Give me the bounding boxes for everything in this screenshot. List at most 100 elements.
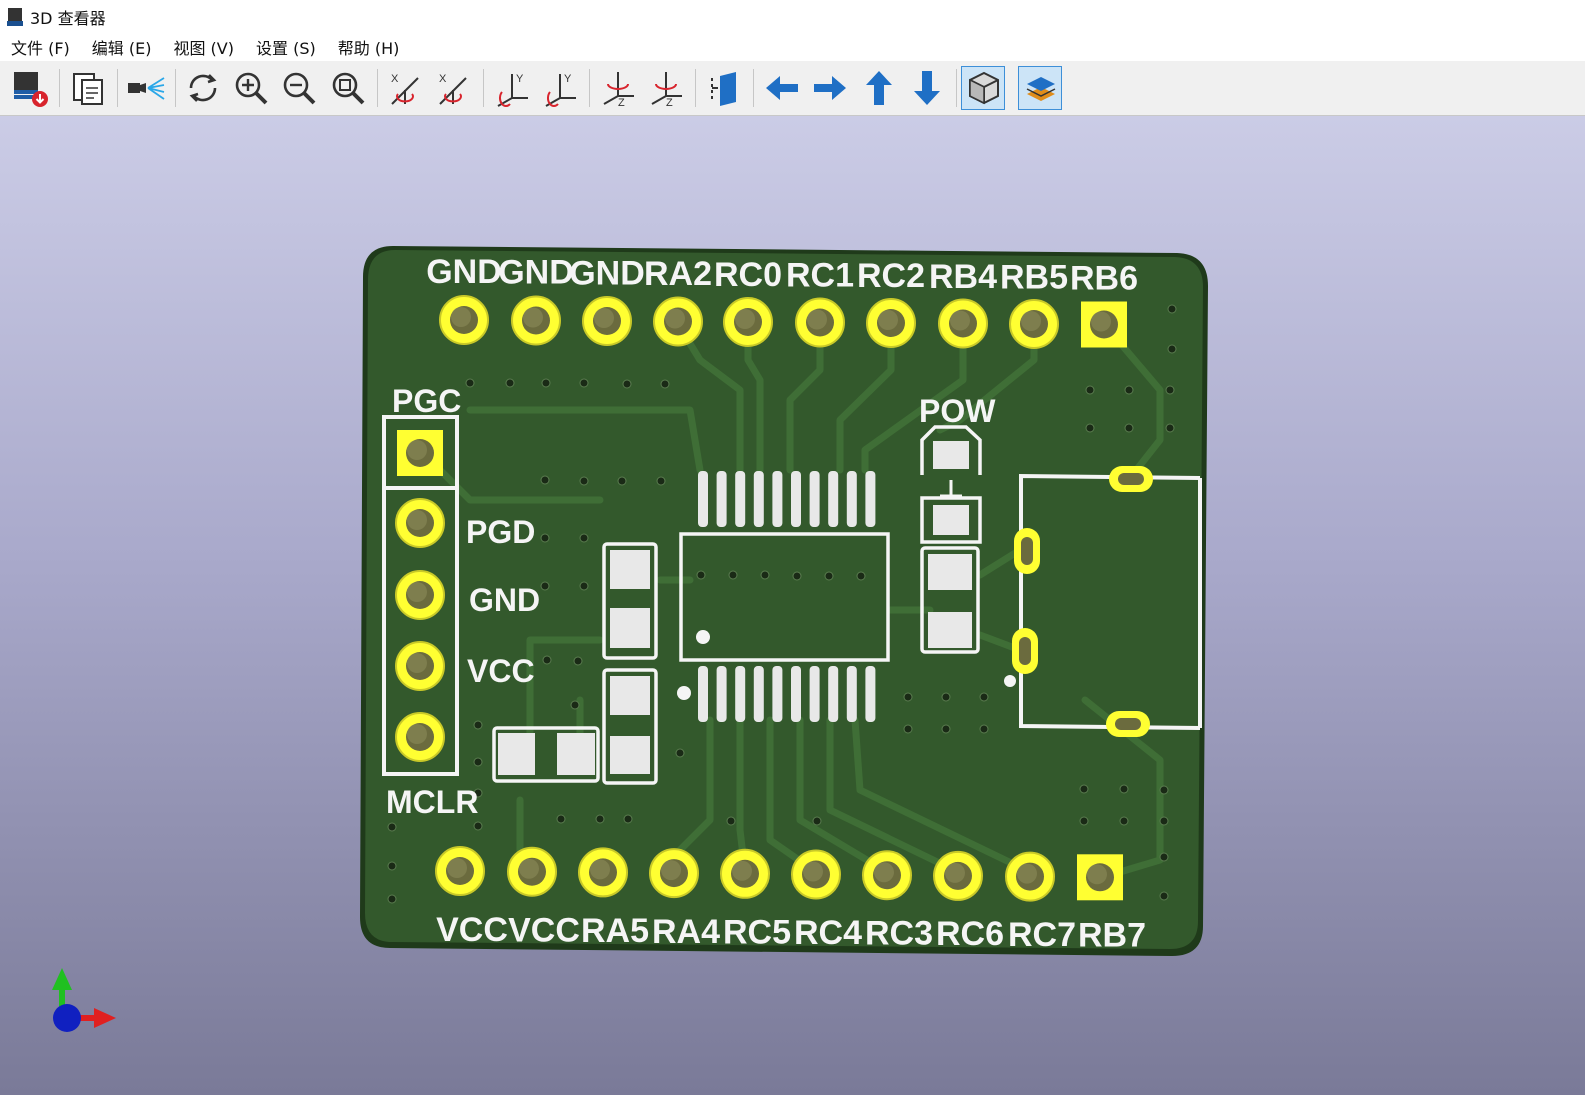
menu-view[interactable]: 视图 (V) — [173, 39, 234, 58]
orthographic-toggle-button[interactable] — [961, 66, 1005, 110]
via — [728, 570, 738, 580]
menu-bar: 文件 (F) 编辑 (E) 视图 (V) 设置 (S) 帮助 (H) — [0, 33, 1585, 61]
reload-board-button[interactable] — [181, 66, 225, 110]
move-left-button[interactable] — [760, 66, 804, 110]
rotate-x-ccw-icon: X — [439, 73, 467, 105]
copy-image-button[interactable] — [66, 66, 110, 110]
top-pad-10 — [1081, 301, 1127, 348]
zoom-out-icon — [283, 72, 316, 105]
left-pad-4 — [395, 641, 445, 691]
menu-file[interactable]: 文件 (F) — [11, 39, 70, 58]
svg-text:X: X — [391, 73, 399, 85]
ic-pin — [865, 471, 876, 527]
label-gnd-left: GND — [469, 582, 540, 618]
svg-text:Y: Y — [564, 73, 572, 85]
title-bar: 3D 查看器 — [0, 0, 1585, 33]
move-right-button[interactable] — [808, 66, 852, 110]
via — [856, 571, 866, 581]
led-pow-pad-1 — [933, 441, 969, 469]
svg-text:Z: Z — [666, 97, 673, 109]
via — [505, 378, 515, 388]
via — [675, 748, 685, 758]
via — [1119, 816, 1129, 826]
rotate-z-counterclockwise-button[interactable]: Z — [644, 66, 688, 110]
ic-pin — [791, 471, 801, 527]
rotate-x-counterclockwise-button[interactable]: X — [432, 66, 476, 110]
ortho-cube-icon — [969, 71, 999, 105]
rotate-y-counterclockwise-button[interactable]: Y — [538, 66, 582, 110]
bottom-pin-label: RC5 — [723, 913, 791, 951]
via — [1159, 785, 1169, 795]
layers-manager-button[interactable] — [1018, 66, 1062, 110]
via — [1167, 304, 1177, 314]
via — [696, 570, 706, 580]
menu-settings[interactable]: 设置 (S) — [256, 39, 316, 58]
ic-pin — [735, 666, 746, 722]
via — [579, 378, 589, 388]
top-pin-label: RA2 — [644, 255, 712, 293]
top-pad-6 — [795, 297, 845, 348]
ic-pin — [716, 471, 727, 527]
usb-mount-slot-left-top — [1014, 528, 1040, 574]
rotate-y-cw-icon: Y — [497, 73, 528, 107]
flip-board-button[interactable] — [702, 66, 746, 110]
ic-pin1-marker — [677, 686, 691, 700]
via — [473, 757, 483, 767]
via — [903, 724, 913, 734]
app-icon — [7, 7, 23, 26]
via — [726, 816, 736, 826]
via — [941, 724, 951, 734]
via — [387, 861, 397, 871]
top-pad-3 — [582, 296, 632, 346]
via — [473, 821, 483, 831]
top-pin-label: RC0 — [714, 256, 782, 294]
via — [1159, 816, 1169, 826]
top-pad-9 — [1009, 299, 1059, 349]
via — [1165, 385, 1175, 395]
via — [1119, 784, 1129, 794]
via — [387, 894, 397, 904]
bottom-pin-label: RB7 — [1078, 916, 1146, 954]
via — [556, 814, 566, 824]
arrow-right-icon — [814, 76, 846, 100]
zoom-in-button[interactable] — [229, 66, 273, 110]
bottom-pin-label: RC3 — [865, 915, 933, 953]
led-pow-pad-2 — [933, 505, 969, 535]
via — [622, 379, 632, 389]
rotate-y-clockwise-button[interactable]: Y — [490, 66, 534, 110]
bottom-pin-label: VCC — [508, 912, 580, 950]
rotate-z-clockwise-button[interactable]: Z — [596, 66, 640, 110]
move-up-button[interactable] — [857, 66, 901, 110]
arrow-up-icon — [866, 71, 892, 105]
arrow-left-icon — [766, 76, 798, 100]
menu-edit[interactable]: 编辑 (E) — [91, 39, 152, 58]
bottom-pad-1 — [435, 846, 485, 896]
menu-help[interactable]: 帮助 (H) — [337, 39, 400, 58]
bottom-pad-10 — [1077, 854, 1123, 901]
raytracing-button[interactable] — [124, 66, 168, 110]
via — [903, 692, 913, 702]
left-header-outline — [382, 415, 459, 776]
render-options-button[interactable] — [8, 66, 52, 110]
label-mclr: MCLR — [386, 784, 478, 820]
via — [1085, 423, 1095, 433]
via — [541, 378, 551, 388]
via — [979, 692, 989, 702]
light-beam-icon — [128, 77, 165, 100]
zoom-fit-button[interactable] — [326, 66, 370, 110]
via — [570, 700, 580, 710]
ic-pin — [735, 471, 746, 527]
rotate-y-ccw-icon: Y — [545, 73, 576, 107]
via — [465, 378, 475, 388]
top-pin-label: RB5 — [1000, 259, 1068, 297]
zoom-in-icon — [235, 72, 268, 105]
top-pin-label: RC2 — [857, 257, 925, 295]
zoom-out-button[interactable] — [277, 66, 321, 110]
bottom-pad-2 — [507, 846, 557, 897]
move-down-button[interactable] — [905, 66, 949, 110]
rotate-x-clockwise-button[interactable]: X — [384, 66, 428, 110]
via — [979, 724, 989, 734]
